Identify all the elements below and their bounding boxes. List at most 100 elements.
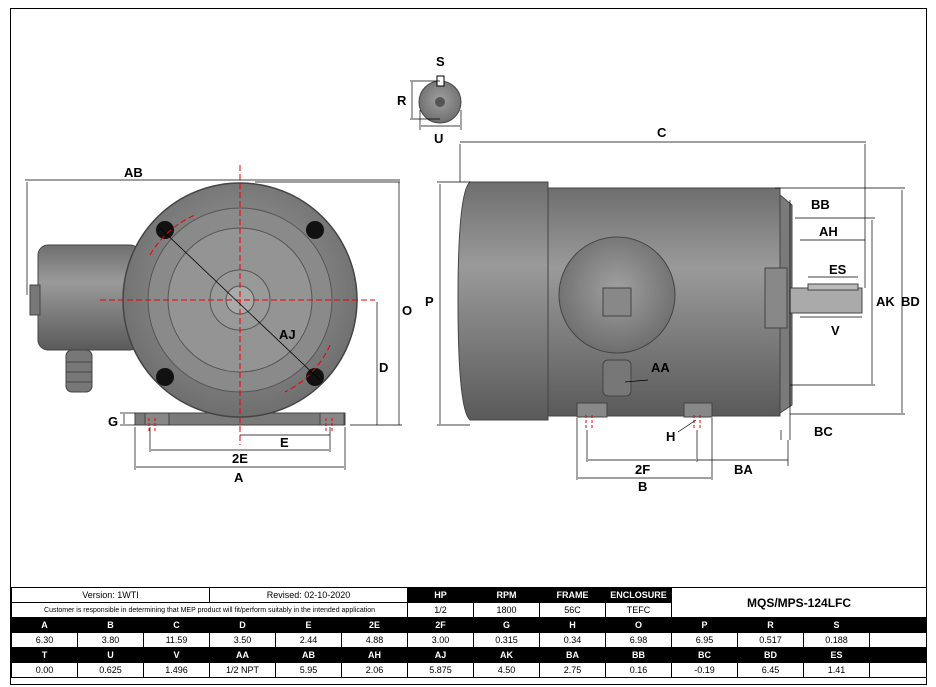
dim-header-cell: T bbox=[11, 647, 78, 663]
dim-header-cell: 2E bbox=[341, 617, 409, 633]
dim-header-cell: BC bbox=[671, 647, 739, 663]
dim-header-cell: S bbox=[803, 617, 871, 633]
front-view bbox=[25, 165, 402, 470]
model-title: MQS/MPS-124LFC bbox=[671, 587, 928, 618]
dim-value-cell: 4.88 bbox=[341, 632, 409, 648]
dim-label-bc: BC bbox=[814, 424, 833, 439]
enclosure-header: ENCLOSURE bbox=[605, 587, 673, 603]
dim-header-cell: B bbox=[77, 617, 144, 633]
dim-header-cell: AJ bbox=[407, 647, 475, 663]
version-text: Version: 1WTI bbox=[10, 587, 211, 603]
dim-value-cell: 0.625 bbox=[77, 662, 144, 678]
dim-header-cell: G bbox=[473, 617, 541, 633]
dim-label-a: A bbox=[234, 470, 244, 485]
shaft-end-view bbox=[410, 75, 462, 130]
dim-label-h: H bbox=[666, 429, 675, 444]
dim-value-cell: 5.875 bbox=[407, 662, 475, 678]
info-row-1: Version: 1WTI Revised: 02-10-2020 HP RPM… bbox=[10, 587, 928, 618]
dim-label-r: R bbox=[397, 93, 407, 108]
dim-label-u: U bbox=[434, 131, 443, 146]
dim-value-cell: 0.188 bbox=[803, 632, 871, 648]
dim-value-cell: 6.98 bbox=[605, 632, 673, 648]
dim-header-cell: BD bbox=[737, 647, 805, 663]
dim-value-cell: 0.34 bbox=[539, 632, 607, 648]
dim-value-cell: 1.496 bbox=[142, 662, 211, 678]
dim-label-c: C bbox=[657, 125, 667, 140]
dim-value-cell: 0.16 bbox=[605, 662, 673, 678]
dim-header-cell: 2F bbox=[407, 617, 475, 633]
motor-dimension-drawing: S R U C AB O P BB AH ES AK BD V AJ D AA … bbox=[25, 54, 920, 494]
dim-header-cell: BB bbox=[605, 647, 673, 663]
dim-label-e: E bbox=[280, 435, 289, 450]
dim-label-aa: AA bbox=[651, 360, 670, 375]
dim-value-cell: 2.75 bbox=[539, 662, 607, 678]
dim-value-cell: 1.41 bbox=[803, 662, 871, 678]
dim-header-cell: P bbox=[671, 617, 739, 633]
dim-value-cell bbox=[869, 632, 928, 648]
dim-header-cell: ES bbox=[803, 647, 871, 663]
dim-header-cell bbox=[869, 647, 928, 663]
dim-header-cell bbox=[869, 617, 928, 633]
rpm-value: 1800 bbox=[473, 602, 541, 618]
dim-label-bb: BB bbox=[811, 197, 830, 212]
dim-value-cell: 6.45 bbox=[737, 662, 805, 678]
dim-label-2e: 2E bbox=[232, 451, 248, 466]
dim-value-cell: 0.315 bbox=[473, 632, 541, 648]
dim-header-cell: O bbox=[605, 617, 673, 633]
dim-value-cell: 0.00 bbox=[11, 662, 78, 678]
dim-label-d: D bbox=[379, 360, 388, 375]
dim-header-cell: C bbox=[142, 617, 211, 633]
hp-value: 1/2 bbox=[407, 602, 475, 618]
dim-label-es: ES bbox=[829, 262, 847, 277]
dim-label-ak: AK bbox=[876, 294, 895, 309]
dim-value-cell: 3.50 bbox=[209, 632, 277, 648]
dim-label-ah: AH bbox=[819, 224, 838, 239]
frame-value: 56C bbox=[539, 602, 607, 618]
dim-header-cell: A bbox=[11, 617, 78, 633]
dim-label-ba: BA bbox=[734, 462, 753, 477]
dim-value-cell: 2.06 bbox=[341, 662, 409, 678]
dim-value-cell: 2.44 bbox=[275, 632, 343, 648]
dim-header-cell: E bbox=[275, 617, 343, 633]
hp-header: HP bbox=[407, 587, 475, 603]
spec-table: Version: 1WTI Revised: 02-10-2020 HP RPM… bbox=[10, 587, 928, 678]
dim-value-cell: -0.19 bbox=[671, 662, 739, 678]
dim-label-o: O bbox=[402, 303, 412, 318]
dim-header-cell: V bbox=[142, 647, 211, 663]
dim-value-cell: 4.50 bbox=[473, 662, 541, 678]
dim-value-cell: 3.80 bbox=[77, 632, 144, 648]
dim-label-aj: AJ bbox=[279, 327, 296, 342]
dim-label-bd: BD bbox=[901, 294, 920, 309]
dim-label-s: S bbox=[436, 54, 445, 69]
dim-header-cell: AH bbox=[341, 647, 409, 663]
dim-label-v: V bbox=[831, 323, 840, 338]
dim-value-cell: 3.00 bbox=[407, 632, 475, 648]
enclosure-value: TEFC bbox=[605, 602, 673, 618]
dim-label-b: B bbox=[638, 479, 647, 494]
dim-header-cell: U bbox=[77, 647, 144, 663]
dim-label-g: G bbox=[108, 414, 118, 429]
dim-label-ab: AB bbox=[124, 165, 143, 180]
disclaimer-text: Customer is responsible in determining t… bbox=[10, 602, 409, 618]
rpm-header: RPM bbox=[473, 587, 541, 603]
dim-value-cell: 6.95 bbox=[671, 632, 739, 648]
drawing-frame bbox=[10, 8, 927, 685]
dim-value-cell: 1/2 NPT bbox=[209, 662, 277, 678]
dim-value-cell: 11.59 bbox=[142, 632, 211, 648]
dim-value-cell bbox=[869, 662, 928, 678]
dim-label-2f: 2F bbox=[635, 462, 650, 477]
dim-header-cell: BA bbox=[539, 647, 607, 663]
dim-header-cell: AA bbox=[209, 647, 277, 663]
revised-text: Revised: 02-10-2020 bbox=[209, 587, 409, 603]
dim-header-cell: AK bbox=[473, 647, 541, 663]
frame-header: FRAME bbox=[539, 587, 607, 603]
dim-value-cell: 6.30 bbox=[11, 632, 78, 648]
dim-header-cell: R bbox=[737, 617, 805, 633]
side-view bbox=[437, 141, 905, 480]
dim-value-cell: 0.517 bbox=[737, 632, 805, 648]
dim-label-p: P bbox=[425, 294, 434, 309]
